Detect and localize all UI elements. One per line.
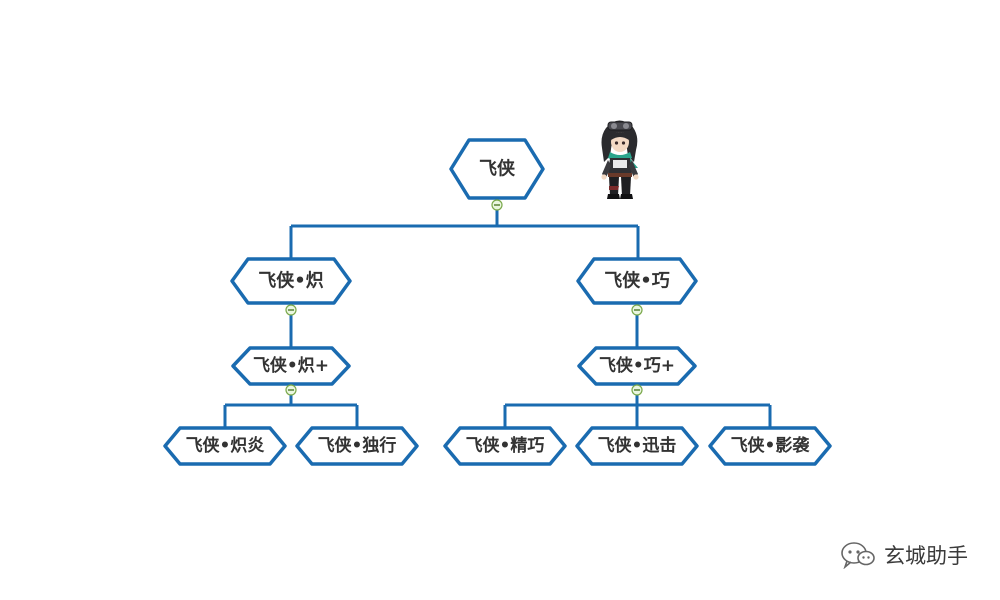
node-left-leaf-1[interactable]: 飞侠•炽炎 <box>163 426 287 466</box>
node-right-leaf-1-label: 飞侠•精巧 <box>466 435 545 456</box>
watermark: 玄城助手 <box>840 540 968 570</box>
node-left-leaf-1-label: 飞侠•炽炎 <box>186 435 265 456</box>
collapse-toggle-root[interactable] <box>491 199 503 211</box>
node-right-leaf-3[interactable]: 飞侠•影袭 <box>708 426 832 466</box>
node-branch-right[interactable]: 飞侠•巧 <box>576 257 698 305</box>
wechat-icon <box>841 542 875 569</box>
node-right-leaf-2[interactable]: 飞侠•迅击 <box>575 426 699 466</box>
node-left-plus-label: 飞侠•炽+ <box>253 355 329 376</box>
node-right-leaf-1[interactable]: 飞侠•精巧 <box>443 426 567 466</box>
connectors <box>223 198 772 428</box>
node-branch-right-label: 飞侠•巧 <box>604 270 670 292</box>
collapse-toggle-right[interactable] <box>631 304 643 316</box>
node-right-plus-label: 飞侠•巧+ <box>599 355 675 376</box>
female-ninja-character-icon <box>601 120 639 199</box>
node-left-plus[interactable]: 飞侠•炽+ <box>231 346 351 386</box>
node-left-leaf-2-label: 飞侠•独行 <box>318 435 397 456</box>
node-right-plus[interactable]: 飞侠•巧+ <box>577 346 697 386</box>
watermark-text: 玄城助手 <box>884 544 968 568</box>
node-right-leaf-3-label: 飞侠•影袭 <box>731 435 811 456</box>
node-root-label: 飞侠 <box>479 158 516 180</box>
node-left-leaf-2[interactable]: 飞侠•独行 <box>295 426 419 466</box>
node-branch-left-label: 飞侠•炽 <box>258 270 324 292</box>
node-branch-left[interactable]: 飞侠•炽 <box>230 257 352 305</box>
collapse-toggle-left-plus[interactable] <box>285 384 297 396</box>
node-root[interactable]: 飞侠 <box>449 138 545 200</box>
collapse-toggle-right-plus[interactable] <box>631 384 643 396</box>
node-right-leaf-2-label: 飞侠•迅击 <box>598 435 677 456</box>
collapse-toggle-left[interactable] <box>285 304 297 316</box>
connector-root <box>289 198 640 262</box>
